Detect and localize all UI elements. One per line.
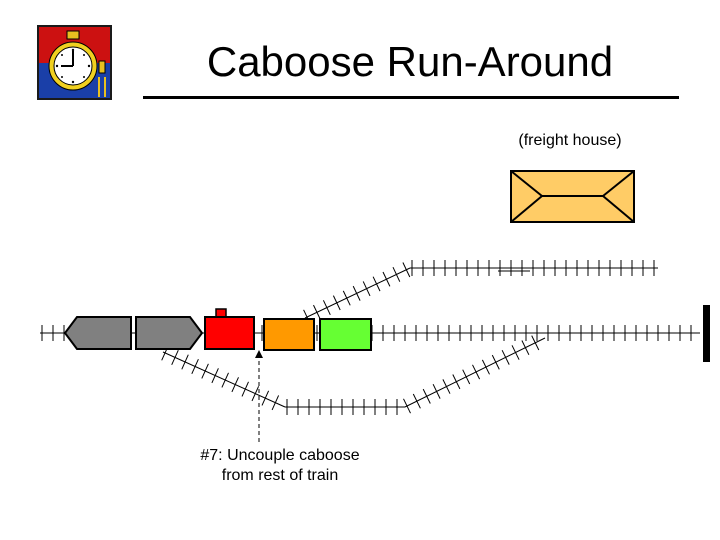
- freight-house: [510, 170, 635, 223]
- track-tie: [432, 383, 441, 399]
- track-tie: [402, 262, 411, 278]
- track-tie: [442, 379, 451, 394]
- page-title: Caboose Run-Around: [206, 38, 614, 85]
- track-tie: [191, 358, 199, 375]
- track-tie: [511, 345, 520, 360]
- track-tie: [472, 364, 481, 380]
- locomotive-front: [63, 316, 132, 350]
- track-tie: [422, 388, 431, 404]
- track-tie: [221, 372, 229, 388]
- runaround-track-lower: [161, 335, 546, 415]
- track-tie: [322, 300, 331, 316]
- siding-track-upper: [303, 260, 658, 325]
- track-tie: [342, 290, 351, 306]
- track-tie: [261, 390, 270, 406]
- caboose: [204, 316, 255, 350]
- track-tie: [521, 340, 530, 356]
- track-tie: [382, 271, 391, 287]
- track-tie: [462, 369, 471, 385]
- callout-arrow: [255, 350, 263, 442]
- track-tie: [362, 281, 371, 297]
- track-tie: [452, 374, 461, 390]
- track-tie: [412, 393, 421, 409]
- track-tie: [332, 295, 341, 311]
- freight-car-orange: [263, 318, 315, 351]
- caboose-cupola: [215, 308, 227, 318]
- step-caption: #7: Uncouple caboose from rest of train: [165, 446, 395, 486]
- track-tie: [531, 335, 540, 351]
- track-tie: [231, 377, 239, 393]
- step-caption-line2: from rest of train: [221, 467, 339, 484]
- locomotive-rear: [135, 316, 204, 350]
- title-underline: [143, 96, 679, 99]
- track-tie: [201, 363, 209, 379]
- track-tie: [491, 354, 500, 370]
- track-tie: [181, 354, 189, 370]
- track-tie: [392, 266, 401, 282]
- freight-car-green: [319, 318, 372, 351]
- track-tie: [251, 386, 260, 402]
- track-tie: [403, 398, 411, 414]
- step-caption-line1: #7: Uncouple caboose: [200, 447, 360, 464]
- track-tie: [171, 349, 179, 366]
- track-tie: [211, 368, 219, 384]
- freight-house-label: (freight house): [518, 132, 622, 149]
- track-bumper: [703, 305, 710, 362]
- track-tie: [372, 276, 381, 292]
- track-tie: [501, 349, 510, 365]
- track-tie: [271, 395, 280, 411]
- track-tie: [313, 304, 321, 320]
- track-tie: [352, 285, 361, 301]
- track-tie: [481, 359, 490, 375]
- stopwatch-icon: [37, 25, 112, 100]
- track-tie: [241, 381, 249, 397]
